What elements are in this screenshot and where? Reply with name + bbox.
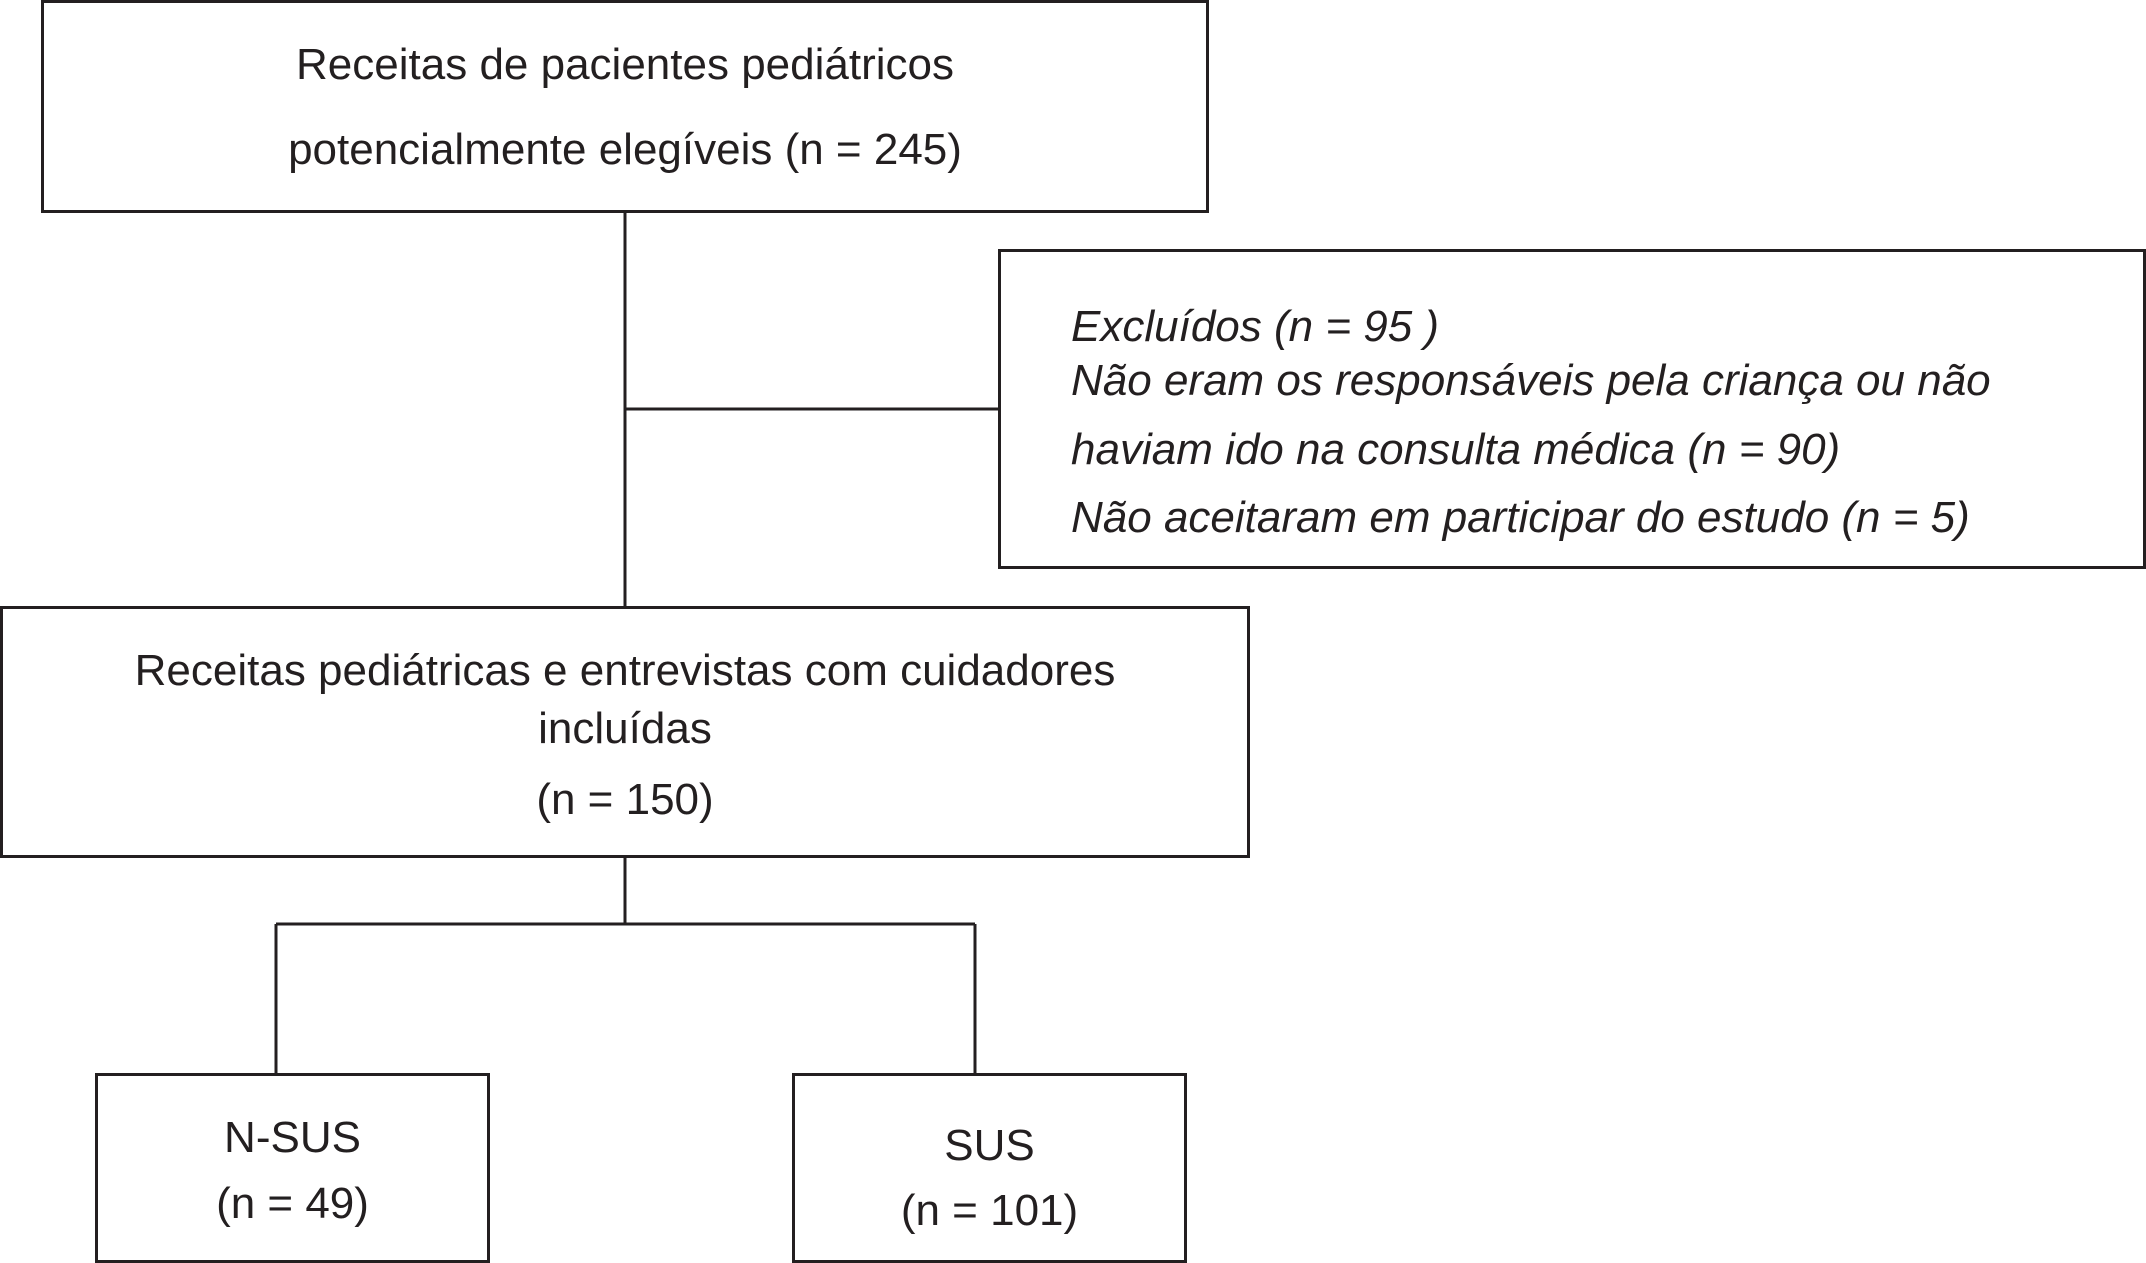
- nsus-count: (n = 49): [216, 1179, 369, 1228]
- included-text-line-2: incluídas: [538, 704, 712, 753]
- sus-box: SUS (n = 101): [792, 1073, 1187, 1263]
- excluded-reason-1-line-2: haviam ido na consulta médica (n = 90): [1071, 425, 1841, 474]
- excluded-box: Excluídos (n = 95 ) Não eram os responsá…: [998, 249, 2146, 569]
- nsus-label: N-SUS: [224, 1113, 361, 1162]
- excluded-reason-2: Não aceitaram em participar do estudo (n…: [1071, 493, 1970, 542]
- eligible-box: Receitas de pacientes pediátricos potenc…: [41, 0, 1209, 213]
- eligible-text-line-1: Receitas de pacientes pediátricos: [296, 40, 954, 89]
- included-box: Receitas pediátricas e entrevistas com c…: [0, 606, 1250, 858]
- excluded-reason-1-line-1: Não eram os responsáveis pela criança ou…: [1071, 356, 1991, 405]
- excluded-title: Excluídos (n = 95 ): [1071, 302, 1440, 351]
- eligible-text-line-2: potencialmente elegíveis (n = 245): [288, 125, 962, 174]
- included-count: (n = 150): [536, 775, 714, 824]
- sus-label: SUS: [944, 1121, 1035, 1170]
- sus-count: (n = 101): [900, 1186, 1079, 1235]
- included-text-line-1: Receitas pediátricas e entrevistas com c…: [134, 646, 1116, 695]
- nsus-box: N-SUS (n = 49): [95, 1073, 490, 1263]
